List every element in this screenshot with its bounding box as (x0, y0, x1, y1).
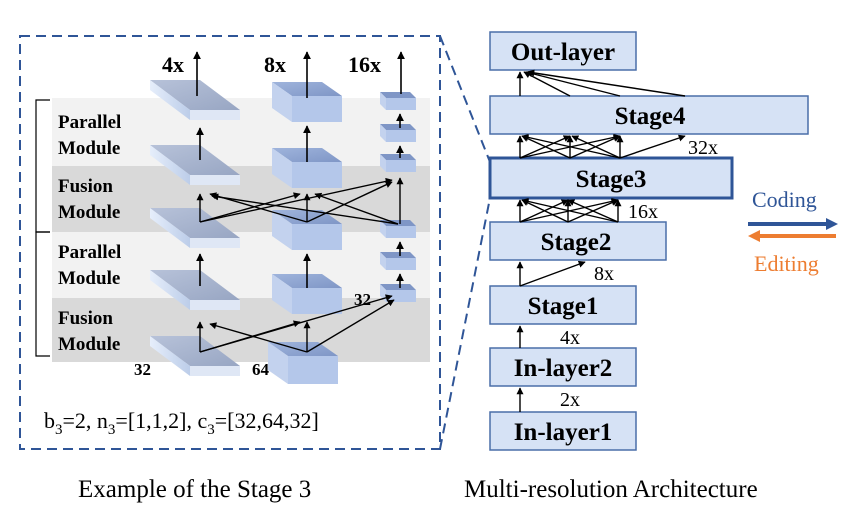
cube-16x-4 (380, 220, 416, 238)
module-label-1b: Module (58, 138, 120, 159)
scale-16x: 16x (628, 201, 658, 223)
fusion-band-1 (52, 166, 430, 232)
plate-8x-1 (272, 82, 342, 122)
stage1-label: Stage1 (528, 293, 599, 320)
dashed-zoom-box (19, 35, 441, 450)
left-caption: Example of the Stage 3 (78, 476, 311, 503)
plate-4x-5 (150, 336, 240, 376)
channel-label-3: 32 (354, 290, 371, 309)
out-layer-label: Out-layer (511, 39, 615, 66)
plate-8x-5 (268, 342, 338, 384)
column-8x-plates (268, 82, 342, 384)
stage4-label: Stage4 (615, 103, 686, 130)
stage4-block (489, 95, 809, 135)
out-layer-block (489, 31, 637, 71)
bracket-group-2 (35, 231, 50, 357)
architecture-arrows (516, 69, 686, 412)
column-4x-plates (150, 80, 240, 376)
legend-coding-label: Coding (752, 187, 817, 212)
plate-4x-2 (150, 145, 240, 185)
res-label-4x: 4x (162, 52, 184, 77)
in-layer2-block (489, 347, 637, 387)
bracket-group-1 (35, 99, 50, 233)
module-label-1a: Parallel (58, 112, 121, 133)
cube-16x-3 (380, 154, 416, 172)
module-label-2a: Fusion (58, 176, 113, 197)
in-layer1-label: In-layer1 (514, 419, 613, 446)
cube-16x-2 (380, 124, 416, 142)
stage2-label: Stage2 (541, 229, 612, 256)
channel-label-1: 32 (134, 360, 151, 379)
stage2-block (489, 221, 667, 261)
editing-arrow-head (748, 230, 760, 242)
in-layer1-block (489, 411, 637, 451)
res-label-8x: 8x (264, 52, 286, 77)
legend-editing-label: Editing (754, 251, 819, 276)
scale-4x: 4x (560, 327, 580, 349)
coding-arrow-head (826, 218, 838, 230)
plate-4x-3 (150, 208, 240, 248)
stage3-block (488, 156, 734, 200)
cube-16x-6 (380, 284, 416, 302)
module-label-3a: Parallel (58, 242, 121, 263)
plate-8x-4 (272, 274, 342, 314)
channel-label-2: 64 (252, 360, 270, 379)
stage1-block (489, 285, 637, 325)
fusion-band-2 (52, 298, 430, 362)
zoom-line-top (439, 35, 491, 163)
vertical-arrows (193, 51, 405, 288)
parallel-band-1 (52, 98, 430, 166)
module-label-4b: Module (58, 334, 120, 355)
cube-16x-5 (380, 252, 416, 270)
plate-8x-3 (272, 210, 342, 250)
zoom-line-bottom (439, 197, 491, 450)
column-16x-cubes (380, 92, 416, 302)
scale-32x: 32x (688, 137, 718, 159)
scale-8x: 8x (594, 263, 614, 285)
cube-16x-1 (380, 92, 416, 110)
multi-resolution-architecture: Out-layer Stage4 Stage3 Stage2 Stage1 In… (464, 31, 838, 503)
fusion-arrows-2 (196, 294, 395, 353)
in-layer2-label: In-layer2 (514, 355, 613, 382)
module-label-4a: Fusion (58, 308, 113, 329)
module-label-2b: Module (58, 202, 120, 223)
stage3-formula: b3=2, n3=[1,1,2], c3=[32,64,32] (44, 408, 319, 438)
plate-4x-4 (150, 270, 240, 310)
plate-4x-1 (150, 80, 240, 120)
scale-2x: 2x (560, 389, 580, 411)
parallel-band-2 (52, 232, 430, 298)
module-label-3b: Module (58, 268, 120, 289)
right-caption: Multi-resolution Architecture (464, 476, 758, 503)
res-label-16x: 16x (348, 52, 381, 77)
fusion-arrows-1 (196, 177, 404, 225)
stage3-label: Stage3 (576, 166, 647, 193)
stage3-example-panel: Parallel Module Fusion Module Parallel M… (19, 35, 491, 503)
